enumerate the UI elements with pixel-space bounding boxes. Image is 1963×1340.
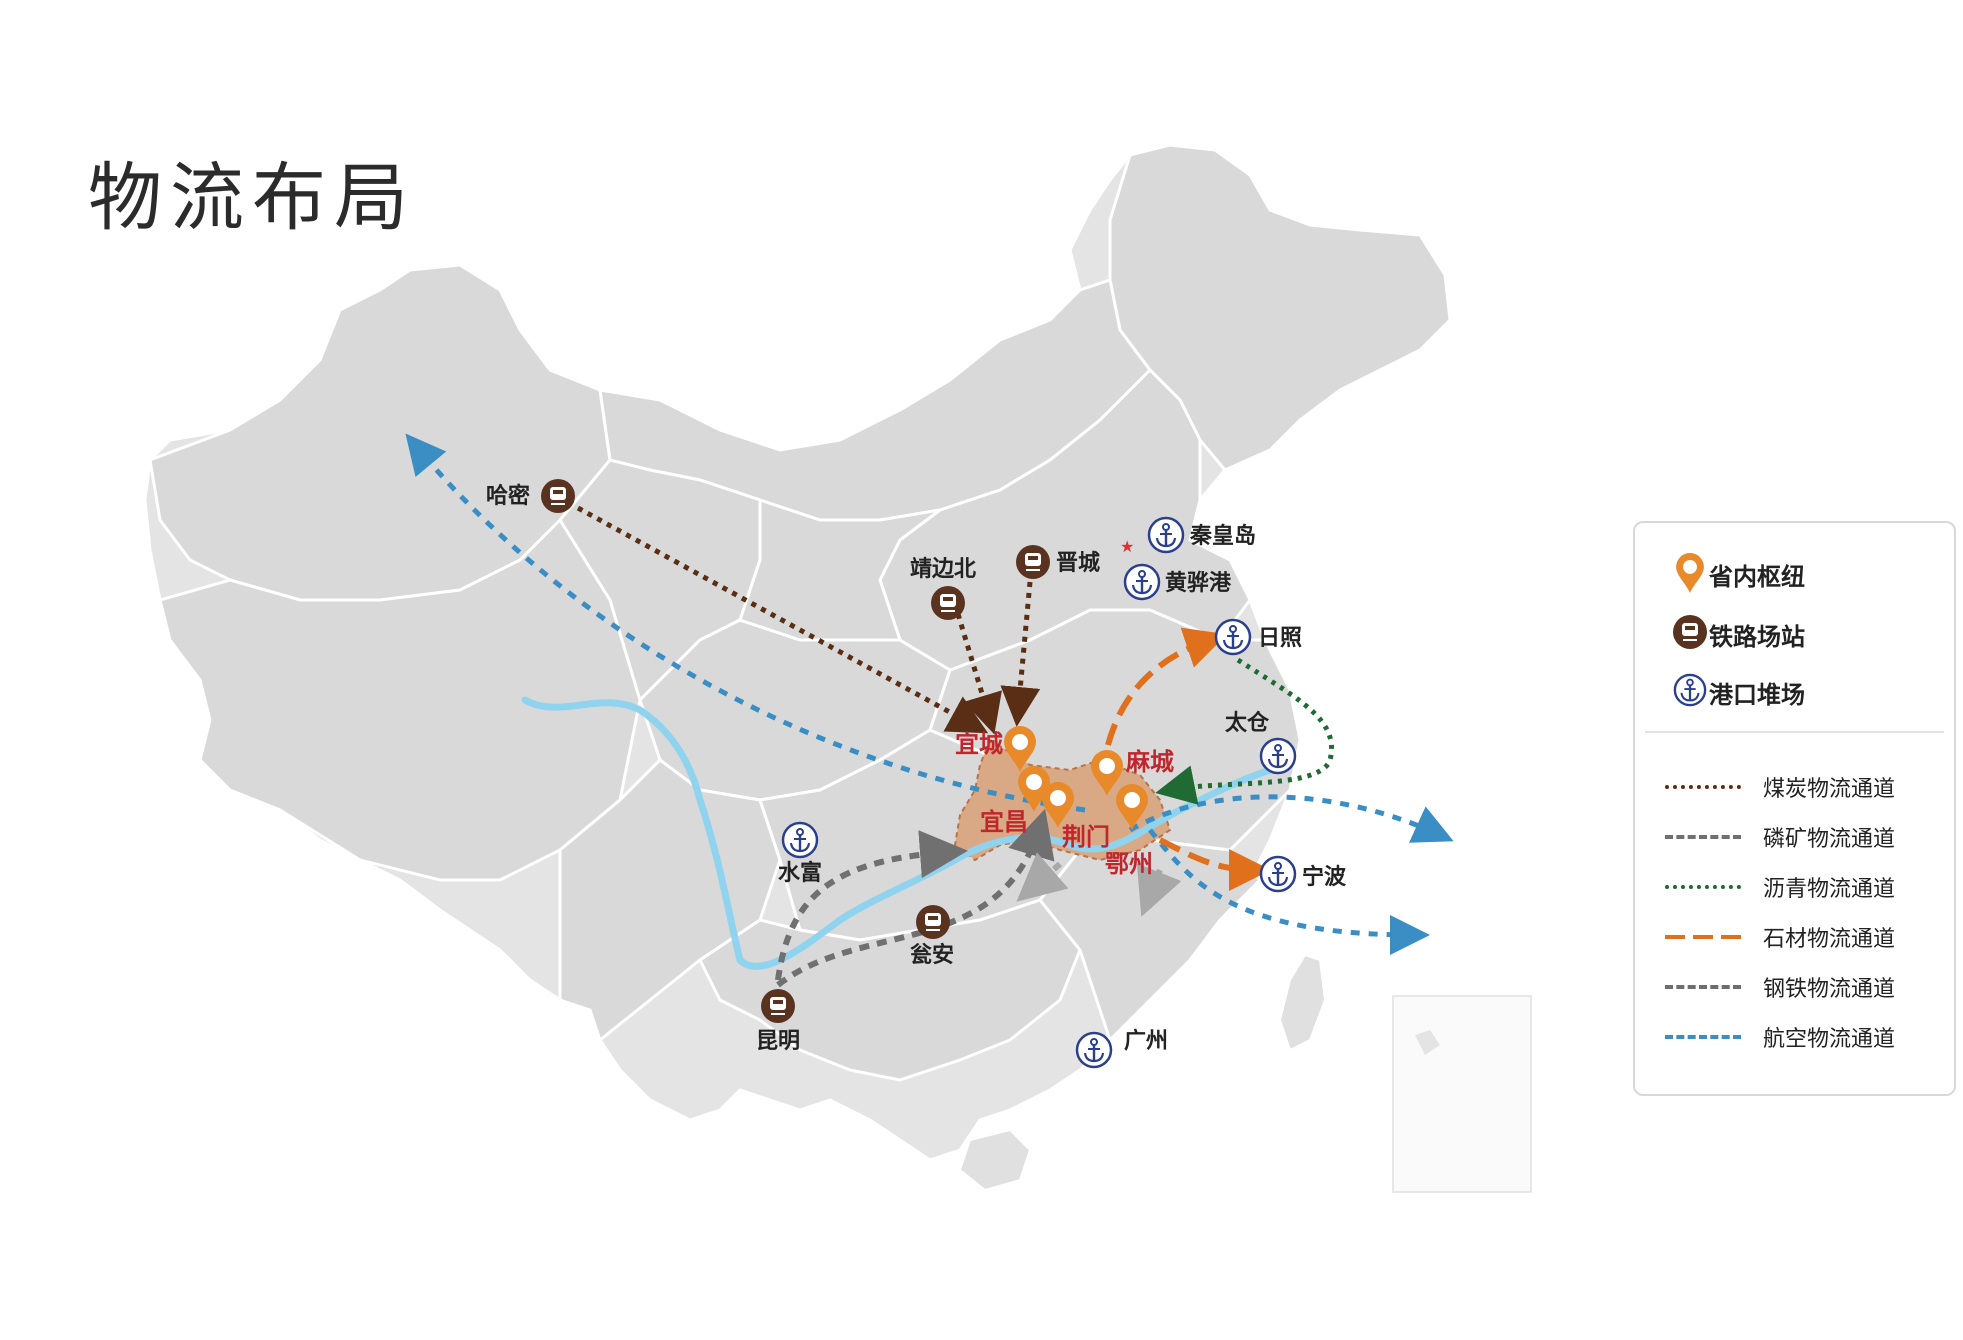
anchor-icon[interactable] bbox=[1075, 1031, 1113, 1069]
anchor-icon bbox=[1673, 673, 1707, 707]
hub-label: 麻城 bbox=[1125, 748, 1174, 776]
capital-star-icon: ★ bbox=[1120, 537, 1134, 556]
rail-station-icon[interactable] bbox=[915, 904, 951, 940]
page-title: 物流布局 bbox=[88, 155, 416, 241]
yangtze-river bbox=[521, 696, 1274, 970]
anchor-icon[interactable] bbox=[1214, 618, 1252, 656]
hub-label: 宜昌 bbox=[980, 808, 1028, 836]
stone-line-swatch bbox=[1665, 935, 1741, 939]
port-label: 宁波 bbox=[1302, 864, 1347, 890]
legend-rail-label: 铁路场站 bbox=[1709, 623, 1805, 651]
station-label: 晋城 bbox=[1056, 550, 1100, 576]
legend-steel-label: 钢铁物流通道 bbox=[1763, 977, 1896, 1002]
asphalt-route bbox=[1155, 657, 1334, 805]
legend-stone-label: 石材物流通道 bbox=[1763, 927, 1896, 952]
port-label: 黄骅港 bbox=[1165, 570, 1232, 596]
legend-air-label: 航空物流通道 bbox=[1763, 1027, 1896, 1052]
legend-coal-row: 煤炭物流通道 bbox=[1665, 772, 1895, 802]
legend-panel: 省内枢纽 铁路场站 港口堆场 煤炭物流通道 磷矿物流通道 沥青物流通道 石材物流… bbox=[1633, 521, 1956, 1096]
legend-divider bbox=[1645, 731, 1944, 733]
rail-station-icon[interactable] bbox=[540, 478, 576, 514]
port-label: 广州 bbox=[1124, 1028, 1168, 1054]
anchor-icon[interactable] bbox=[1259, 737, 1297, 775]
legend-phosphate-row: 磷矿物流通道 bbox=[1665, 822, 1895, 852]
rail-station-icon bbox=[1673, 615, 1707, 649]
anchor-icon[interactable] bbox=[1259, 855, 1297, 893]
anchor-icon[interactable] bbox=[781, 821, 819, 859]
air-routes bbox=[405, 433, 1454, 955]
taiwan-island bbox=[1278, 953, 1327, 1052]
coal-line-swatch bbox=[1665, 785, 1741, 789]
station-label: 昆明 bbox=[756, 1029, 800, 1054]
air-line-swatch bbox=[1665, 1035, 1741, 1039]
station-label: 瓮安 bbox=[910, 942, 954, 968]
hub-label: 宜城 bbox=[955, 730, 1003, 758]
stone-routes bbox=[1105, 627, 1271, 891]
legend-steel-row: 钢铁物流通道 bbox=[1665, 972, 1895, 1002]
legend-port-label: 港口堆场 bbox=[1709, 681, 1805, 709]
coal-routes bbox=[576, 505, 1041, 735]
station-label: 靖边北 bbox=[910, 556, 976, 582]
port-label: 秦皇岛 bbox=[1189, 523, 1256, 549]
port-label: 太仓 bbox=[1225, 710, 1270, 736]
legend-hub-label: 省内枢纽 bbox=[1709, 563, 1805, 591]
legend-stone-row: 石材物流通道 bbox=[1665, 922, 1895, 952]
phosphate-outbound-arrows bbox=[1016, 852, 1182, 917]
rail-station-icon[interactable] bbox=[760, 988, 796, 1024]
port-label: 日照 bbox=[1258, 626, 1302, 651]
phosphate-line-swatch bbox=[1665, 835, 1741, 839]
anchor-icon[interactable] bbox=[1147, 516, 1185, 554]
legend-asphalt-label: 沥青物流通道 bbox=[1763, 877, 1896, 902]
steel-line-swatch bbox=[1665, 985, 1741, 989]
legend-asphalt-row: 沥青物流通道 bbox=[1665, 872, 1895, 902]
anchor-icon[interactable] bbox=[1123, 563, 1161, 601]
station-label: 哈密 bbox=[486, 483, 530, 509]
hub-pin-icon bbox=[1676, 553, 1704, 593]
rail-station-icon[interactable] bbox=[930, 585, 966, 621]
port-label: 水富 bbox=[778, 860, 822, 886]
asphalt-line-swatch bbox=[1665, 885, 1741, 889]
legend-air-row: 航空物流通道 bbox=[1665, 1022, 1895, 1052]
hainan-island bbox=[958, 1128, 1032, 1192]
legend-coal-label: 煤炭物流通道 bbox=[1763, 777, 1896, 802]
south-china-sea-inset bbox=[1392, 995, 1532, 1193]
legend-phosphate-label: 磷矿物流通道 bbox=[1763, 827, 1896, 852]
hub-label: 鄂州 bbox=[1105, 850, 1153, 878]
rail-station-icon[interactable] bbox=[1015, 544, 1051, 580]
hub-label: 荆门 bbox=[1062, 823, 1110, 851]
